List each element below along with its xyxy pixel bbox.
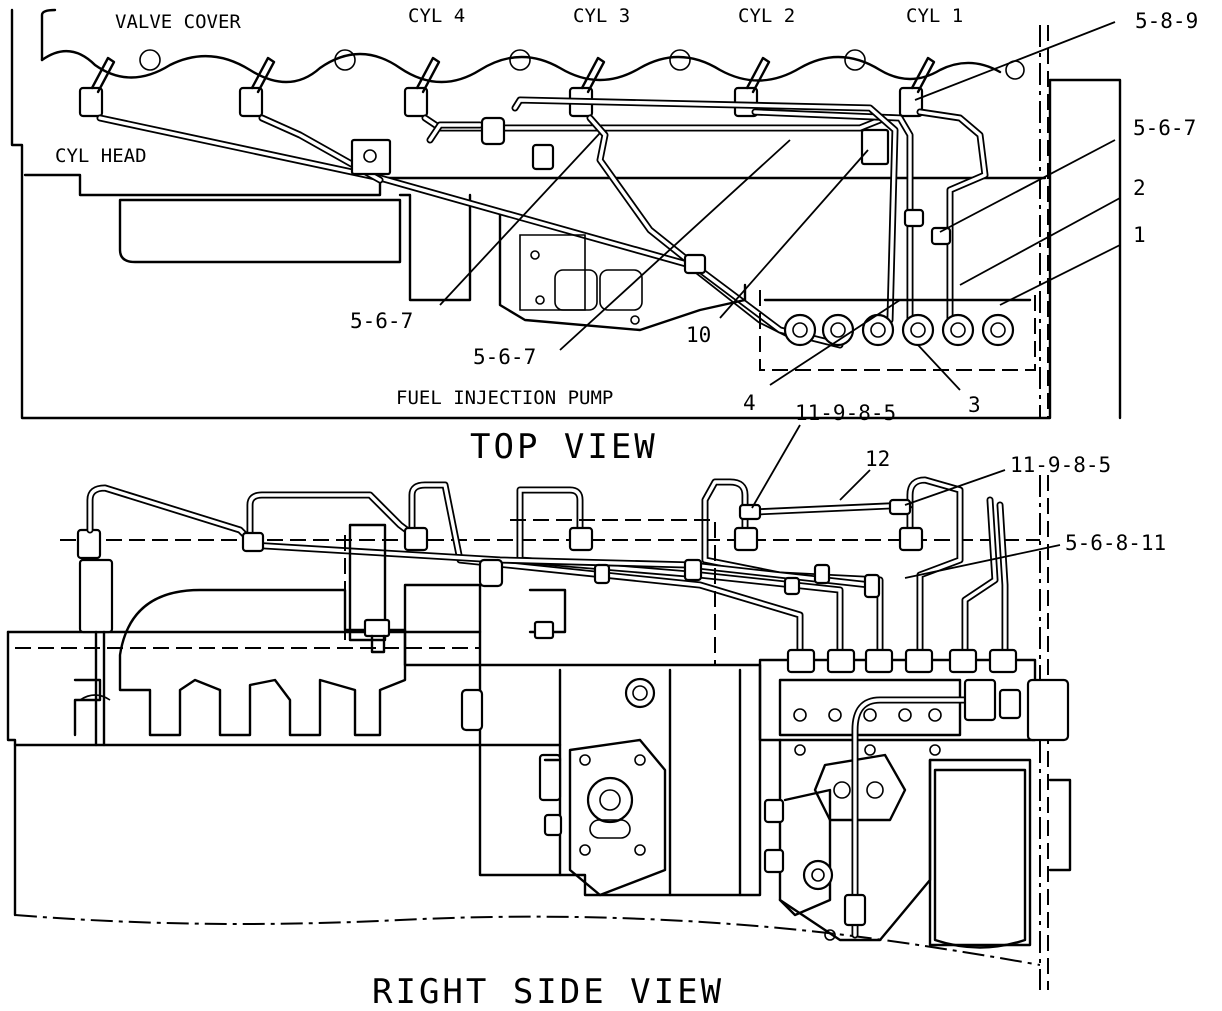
top-view: VALVE COVER CYL 4 CYL 3 CYL 2 CYL 1 CYL … <box>10 5 1198 420</box>
fuel-pump-flange-top <box>519 234 586 311</box>
clamp-top <box>683 253 707 275</box>
callout-5-6-7-a: 5-6-7 <box>350 309 413 333</box>
callout-5-6-7-right: 5-6-7 <box>1133 116 1196 140</box>
side-clamp <box>813 563 831 585</box>
view-title-right-side: RIGHT SIDE VIEW <box>372 972 724 1011</box>
side-fitting <box>898 526 924 552</box>
side-fitting <box>403 526 429 552</box>
side-clamp <box>888 498 912 516</box>
label-cyl1: CYL 1 <box>906 5 963 27</box>
side-clamp <box>863 573 881 599</box>
valve-cover-edge <box>40 49 1002 84</box>
bolt-hole <box>334 49 356 71</box>
clamp-top <box>930 226 952 246</box>
injector-cyl5 <box>238 56 276 118</box>
callout-12: 12 <box>865 447 890 471</box>
callout-4: 4 <box>743 391 756 415</box>
callout-leaders-top <box>439 21 1121 391</box>
side-fitting <box>568 526 594 552</box>
side-clamp <box>593 563 611 585</box>
callout-2: 2 <box>1133 176 1146 200</box>
callout-5-8-9: 5-8-9 <box>1135 9 1198 33</box>
side-fitting <box>733 526 759 552</box>
injector-cyl3 <box>568 56 606 118</box>
callout-5-6-7-b: 5-6-7 <box>473 345 536 369</box>
label-cyl3: CYL 3 <box>573 5 630 27</box>
side-block-outline <box>6 630 17 917</box>
side-clamp <box>738 503 762 521</box>
exhaust-manifold-outline <box>118 198 402 264</box>
fuel-filter-line-left <box>78 558 114 634</box>
bolt-hole <box>844 49 866 71</box>
top-view-block-outline <box>10 8 1122 420</box>
label-cyl2: CYL 2 <box>738 5 795 27</box>
side-fitting <box>241 531 265 553</box>
pump-body-top <box>759 290 1036 371</box>
fuel-lines-top <box>96 96 989 349</box>
callout-leaders-side <box>751 424 1061 579</box>
callout-3: 3 <box>968 393 981 417</box>
clamp-top <box>860 128 890 166</box>
bolt-hole <box>509 49 531 71</box>
injector-cyl1 <box>898 56 936 118</box>
bolt-hole <box>139 49 161 71</box>
bolt-hole <box>669 49 691 71</box>
side-clamp <box>683 558 703 582</box>
label-cyl4: CYL 4 <box>408 5 465 27</box>
valve-cover-left-edge <box>40 8 57 62</box>
side-bottom-dashdot <box>14 914 1041 966</box>
clamp-top <box>350 138 392 176</box>
fuel-pump-housing-top <box>498 213 747 332</box>
clamp-top <box>531 143 555 171</box>
fuel-lines-side <box>86 476 1009 664</box>
side-center-box <box>510 519 716 665</box>
injector-cyl4 <box>403 56 441 118</box>
injector-cyl6 <box>78 56 116 118</box>
clamp-top <box>903 208 925 228</box>
callout-5-6-8-11: 5-6-8-11 <box>1065 531 1166 555</box>
label-cyl-head: CYL HEAD <box>55 145 147 167</box>
exhaust-manifold-side <box>118 588 407 737</box>
callout-11-9-8-5-right: 11-9-8-5 <box>1010 453 1111 477</box>
manifold-block <box>398 193 472 302</box>
fuel-injection-pump-side <box>460 663 762 897</box>
callout-1: 1 <box>1133 223 1146 247</box>
label-fuel-injection-pump: FUEL INJECTION PUMP <box>396 387 613 409</box>
view-title-top: TOP VIEW <box>470 427 658 467</box>
callout-10: 10 <box>686 323 711 347</box>
side-clamp <box>478 558 504 588</box>
clamp-top <box>480 116 506 146</box>
label-valve-cover: VALVE COVER <box>115 11 241 33</box>
pump-block-side <box>758 648 1072 949</box>
right-side-view: 11-9-8-5 12 11-9-8-5 5-6-8-11 <box>6 401 1166 990</box>
cyl-head-edge <box>23 173 1047 197</box>
side-clamp <box>783 576 801 596</box>
callout-11-9-8-5-left: 11-9-8-5 <box>795 401 896 425</box>
